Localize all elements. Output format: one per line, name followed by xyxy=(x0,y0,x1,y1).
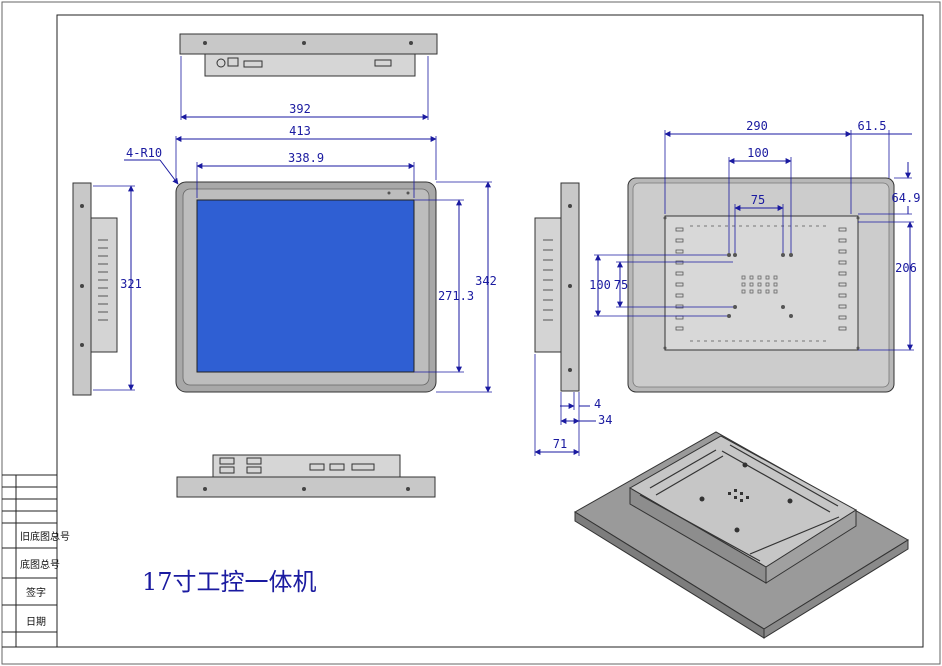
dim-rear-vesa-100: 100 xyxy=(747,146,769,160)
rear-panel xyxy=(664,215,859,351)
dim-rear-vesa-v100: 100 xyxy=(589,278,611,292)
title-block: 旧底图总号 底图总号 签字 日期 xyxy=(2,474,70,648)
dim-side-total: 71 xyxy=(553,437,567,451)
dim-rear-hole-span: 290 xyxy=(746,119,768,133)
dim-rear-offset-top: 64.9 xyxy=(892,191,921,205)
title-block-row-old-drawing-no: 旧底图总号 xyxy=(20,530,70,543)
dim-rear-hole-vspan: 206 xyxy=(895,261,917,275)
dim-front-width-display: 338.9 xyxy=(288,151,324,165)
dim-front-height-overall: 342 xyxy=(475,274,497,288)
bottom-view xyxy=(176,454,436,498)
isometric-view xyxy=(574,431,909,639)
title-block-row-signature: 签字 xyxy=(26,586,46,599)
dim-side-flange: 4 xyxy=(594,397,601,411)
left-side-view: 321 xyxy=(72,182,142,396)
drawing-title: 17寸工控一体机 xyxy=(142,568,317,596)
title-block-row-drawing-no: 底图总号 xyxy=(20,558,60,571)
rear-view: 290 61.5 64.9 100 75 100 75 206 xyxy=(589,119,921,393)
dim-top-width: 392 xyxy=(289,102,311,116)
dim-front-height-display: 271.3 xyxy=(438,289,474,303)
title-block-row-date: 日期 xyxy=(26,616,46,628)
top-view: 392 xyxy=(179,33,438,120)
display-screen xyxy=(196,199,415,373)
dim-rear-offset-right: 61.5 xyxy=(858,119,887,133)
right-side-view: 4 34 71 xyxy=(534,182,612,456)
label-corner-radius: 4-R10 xyxy=(126,146,162,160)
front-view: 413 338.9 342 271.3 4-R10 xyxy=(124,124,497,393)
dim-rear-vesa-75: 75 xyxy=(751,193,765,207)
dim-side-body: 34 xyxy=(598,413,612,427)
dim-rear-vesa-v75: 75 xyxy=(614,278,628,292)
drawing-frame xyxy=(56,14,924,648)
dim-front-width-overall: 413 xyxy=(289,124,311,138)
dim-side-height: 321 xyxy=(120,277,142,291)
